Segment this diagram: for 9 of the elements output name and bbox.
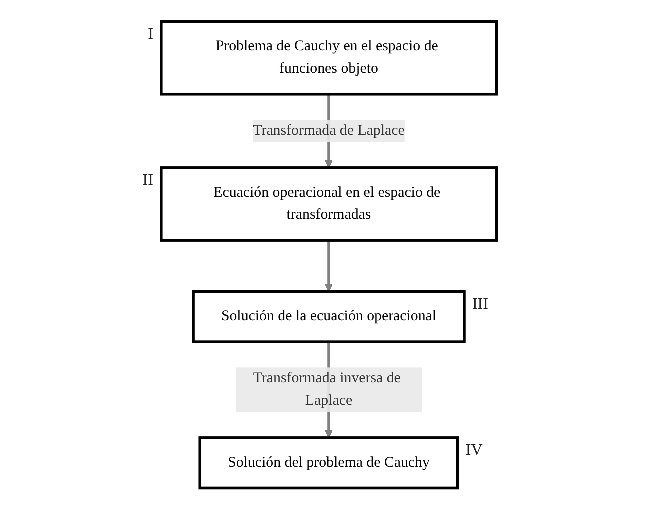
process-box: Ecuación operacional en el espacio de transformadas (160, 166, 498, 242)
process-box: Problema de Cauchy en el espacio de funciones objeto (160, 20, 498, 96)
arrow (324, 240, 334, 292)
roman-numeral: III (472, 296, 488, 314)
roman-numeral: II (142, 172, 154, 190)
process-box: Solución del problema de Cauchy (198, 436, 460, 490)
roman-numeral: I (148, 26, 154, 44)
process-box: Solución de la ecuación operacional (192, 290, 466, 344)
roman-numeral: IV (466, 442, 483, 460)
